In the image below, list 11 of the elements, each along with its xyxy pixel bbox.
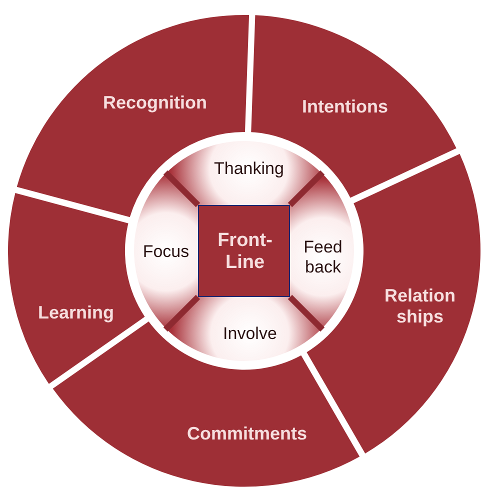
segment-label: Learning (36, 302, 115, 324)
center-label: Front-Line (216, 230, 274, 274)
segment-label: Relation ships (383, 285, 456, 327)
segment-label: Thanking (213, 159, 285, 179)
segment-label: Commitments (186, 424, 308, 444)
segment-label: Recognition (102, 92, 208, 114)
segment-label: Feed back (302, 237, 344, 277)
center-square (198, 205, 290, 297)
segment-label: Focus (142, 242, 190, 262)
segment-label: Intentions (300, 96, 389, 118)
segment-label: Involve (222, 324, 278, 344)
